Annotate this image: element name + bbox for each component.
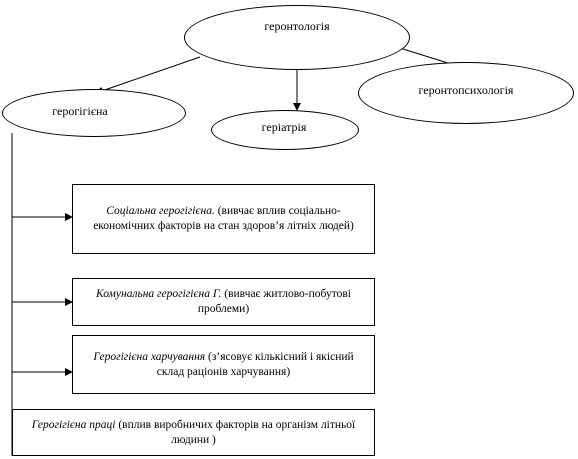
box-labor-desc: (вплив виробничих факторів на організм л… (115, 418, 356, 446)
node-gerontology: геронтологія (184, 5, 410, 70)
box-social-title: Соціальна герогігієна. (106, 205, 215, 217)
node-gerontology-label: геронтологія (264, 19, 330, 33)
node-herohygiene-label: герогігієна (52, 103, 108, 118)
node-gerontopsychology: геронтопсихологія (358, 62, 574, 124)
node-herohygiene: герогігієна (2, 89, 186, 137)
node-gerontopsychology-label: геронтопсихологія (418, 82, 514, 97)
box-labor-herohygiene: Герогігієна праці (вплив виробничих факт… (12, 409, 375, 456)
box-nutrition-desc: (з’ясовує кількісний і якісний склад рац… (156, 350, 354, 378)
node-geriatrics-label: геріатрія (261, 119, 307, 134)
box-communal-herohygiene: Комунальна герогігієна Г. (вивчає житлов… (72, 278, 375, 326)
box-social-herohygiene: Соціальна герогігієна. (вивчає вплив соц… (72, 184, 375, 254)
arrow-to-herohygiene (95, 56, 201, 95)
box-communal-desc: (вивчає житлово-побутові проблеми) (197, 288, 351, 315)
box-social-desc: (вивчає вплив соціально-економічних факт… (93, 205, 354, 232)
node-geriatrics: геріатрія (211, 110, 359, 150)
box-nutrition-herohygiene: Герогігієна харчування (з’ясовує кількіс… (72, 335, 375, 394)
box-nutrition-title: Герогігієна харчування (93, 350, 206, 363)
box-labor-title: Герогігієна праці (31, 418, 116, 431)
box-communal-title: Комунальна герогігієна Г. (96, 288, 222, 300)
